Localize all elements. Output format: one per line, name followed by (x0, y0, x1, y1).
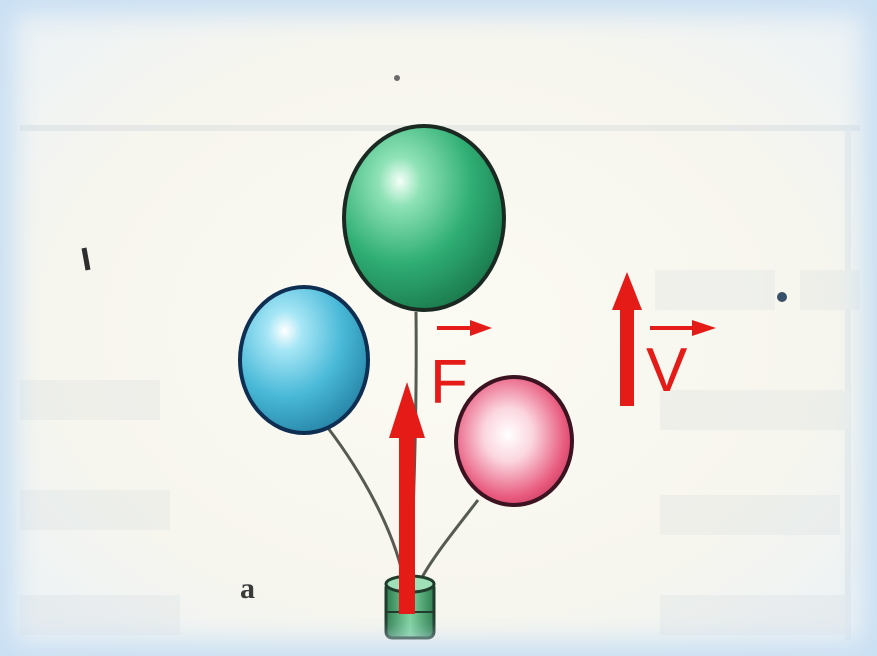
velocity-vector-mark (650, 320, 716, 336)
velocity-label: V (646, 336, 688, 405)
speck-dot (394, 75, 400, 81)
speck-dot (777, 292, 787, 302)
background-page-texture (20, 125, 860, 640)
velocity-arrow (612, 272, 642, 406)
speck-mark (81, 247, 91, 271)
green-balloon (342, 124, 506, 312)
force-arrow (389, 382, 425, 614)
pink-balloon (454, 375, 574, 507)
blue-balloon (238, 285, 370, 435)
force-vector-mark (437, 320, 492, 336)
figure-caption: a (240, 572, 255, 605)
pink-balloon-string (416, 499, 480, 586)
force-label: F (430, 348, 468, 417)
blue-balloon-string (326, 427, 407, 586)
